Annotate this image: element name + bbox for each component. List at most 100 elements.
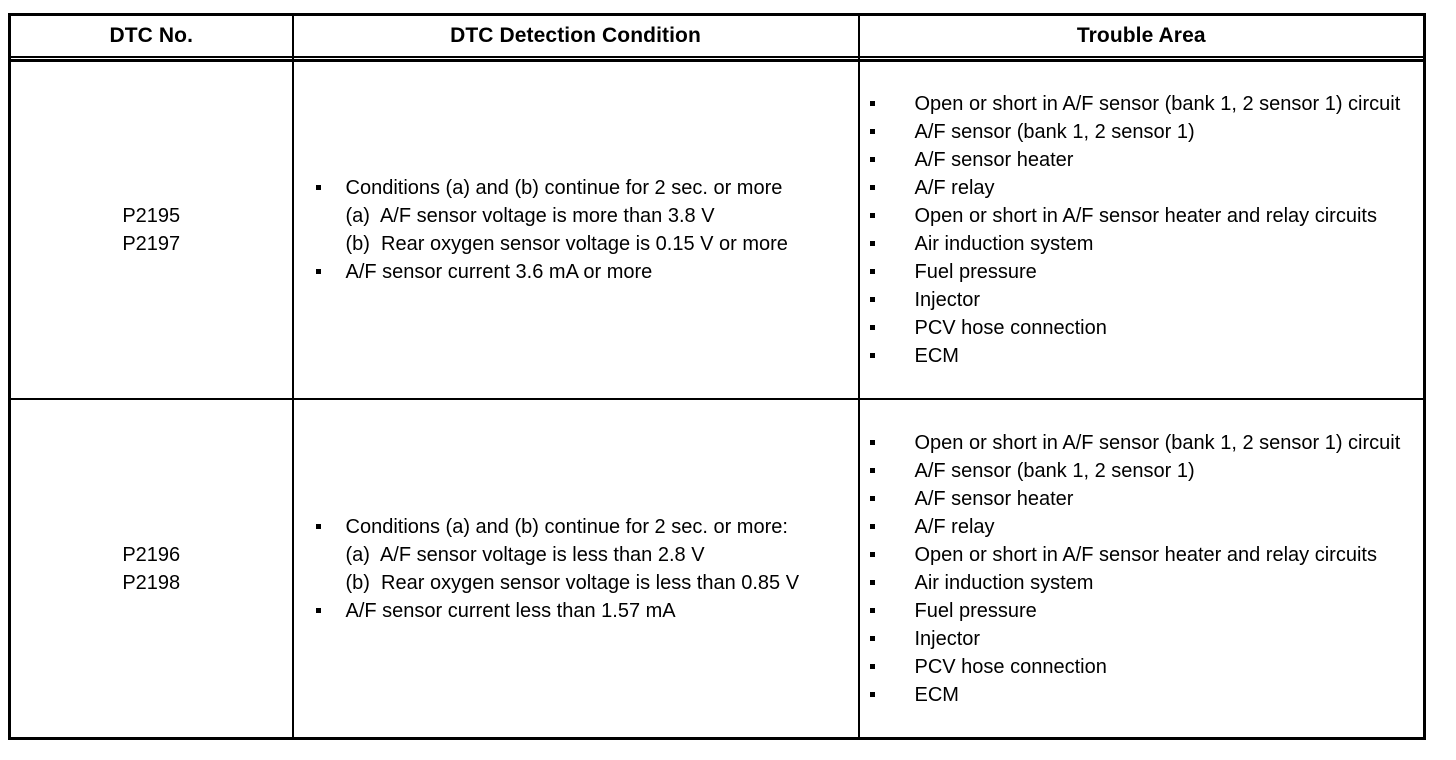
header-row: DTC No. DTC Detection Condition Trouble …	[9, 14, 1425, 56]
bullet-icon	[869, 324, 875, 330]
bullet-icon	[315, 523, 321, 529]
list-item: Injector	[860, 625, 1424, 653]
dtc-table: DTC No. DTC Detection Condition Trouble …	[8, 13, 1426, 740]
table-row: P2195 P2197 Conditions (a) and (b) conti…	[9, 61, 1425, 400]
list-item-text: Open or short in A/F sensor heater and r…	[914, 543, 1377, 566]
list-item-text: Injector	[914, 627, 981, 650]
list-item-text: Fuel pressure	[914, 260, 1037, 283]
list-item-text: Air induction system	[914, 232, 1094, 255]
list-item: Fuel pressure	[860, 597, 1424, 625]
list-item-text: A/F sensor heater	[914, 148, 1074, 171]
column-header-trouble-area: Trouble Area	[857, 14, 1425, 56]
list-item: PCV hose connection	[860, 314, 1424, 342]
list-item-text: A/F relay	[914, 176, 995, 199]
bullet-icon	[869, 523, 875, 529]
list-item: Conditions (a) and (b) continue for 2 se…	[294, 174, 858, 202]
list-item-text: ECM	[914, 683, 959, 706]
list-item-text: Open or short in A/F sensor (bank 1, 2 s…	[914, 92, 1401, 115]
cell-detection-condition: Conditions (a) and (b) continue for 2 se…	[291, 398, 860, 739]
bullet-icon	[869, 128, 875, 134]
list-item: Open or short in A/F sensor heater and r…	[860, 541, 1424, 569]
list-item: A/F sensor current 3.6 mA or more	[294, 258, 858, 286]
list-item-text: A/F relay	[914, 515, 995, 538]
bullet-icon	[869, 156, 875, 162]
sub-line-text: (a) A/F sensor voltage is more than 3.8 …	[345, 204, 715, 227]
list-item: Air induction system	[860, 569, 1424, 597]
bullet-icon	[315, 607, 321, 613]
list-item: A/F sensor heater	[860, 146, 1424, 174]
trouble-area-list: Open or short in A/F sensor (bank 1, 2 s…	[860, 429, 1424, 709]
list-item-text: PCV hose connection	[914, 655, 1107, 678]
list-item: ECM	[860, 681, 1424, 709]
sub-line-text: (b) Rear oxygen sensor voltage is 0.15 V…	[345, 232, 788, 255]
cell-trouble-area: Open or short in A/F sensor (bank 1, 2 s…	[857, 61, 1425, 400]
list-item-text: Conditions (a) and (b) continue for 2 se…	[345, 176, 783, 199]
list-item-text: Fuel pressure	[914, 599, 1037, 622]
list-item-text: A/F sensor (bank 1, 2 sensor 1)	[914, 120, 1195, 143]
cell-dtc-no: P2196 P2198	[9, 398, 294, 739]
bullet-icon	[869, 495, 875, 501]
list-sub-item: (b) Rear oxygen sensor voltage is less t…	[294, 569, 858, 597]
list-item-text: Open or short in A/F sensor heater and r…	[914, 204, 1377, 227]
list-item-text: Air induction system	[914, 571, 1094, 594]
cell-dtc-no: P2195 P2197	[9, 61, 294, 400]
bullet-icon	[869, 663, 875, 669]
list-item-text: A/F sensor heater	[914, 487, 1074, 510]
trouble-area-list: Open or short in A/F sensor (bank 1, 2 s…	[860, 90, 1424, 370]
list-item: Open or short in A/F sensor heater and r…	[860, 202, 1424, 230]
column-header-detection-condition: DTC Detection Condition	[291, 14, 860, 56]
list-item: Open or short in A/F sensor (bank 1, 2 s…	[860, 90, 1424, 118]
header-rule-cell-3	[857, 55, 1425, 62]
cell-detection-condition: Conditions (a) and (b) continue for 2 se…	[291, 61, 860, 400]
header-rule-cell-2	[291, 55, 860, 62]
list-item: A/F sensor (bank 1, 2 sensor 1)	[860, 457, 1424, 485]
list-item: Air induction system	[860, 230, 1424, 258]
bullet-icon	[869, 352, 875, 358]
bullet-icon	[869, 268, 875, 274]
header-double-rule	[9, 55, 1425, 62]
sub-line-text: (b) Rear oxygen sensor voltage is less t…	[345, 571, 800, 594]
list-sub-item: (a) A/F sensor voltage is less than 2.8 …	[294, 541, 858, 569]
bullet-icon	[869, 607, 875, 613]
table-header: DTC No. DTC Detection Condition Trouble …	[9, 14, 1425, 62]
bullet-icon	[869, 579, 875, 585]
list-item: Injector	[860, 286, 1424, 314]
list-item: ECM	[860, 342, 1424, 370]
column-header-dtc-no: DTC No.	[9, 14, 294, 56]
list-item: Open or short in A/F sensor (bank 1, 2 s…	[860, 429, 1424, 457]
list-item-text: Open or short in A/F sensor (bank 1, 2 s…	[914, 431, 1401, 454]
detection-condition-list: Conditions (a) and (b) continue for 2 se…	[294, 513, 858, 625]
list-item: Fuel pressure	[860, 258, 1424, 286]
bullet-icon	[869, 100, 875, 106]
cell-trouble-area: Open or short in A/F sensor (bank 1, 2 s…	[857, 398, 1425, 739]
list-item: PCV hose connection	[860, 653, 1424, 681]
list-item: A/F relay	[860, 174, 1424, 202]
list-item-text: A/F sensor current less than 1.57 mA	[345, 599, 676, 622]
bullet-icon	[315, 184, 321, 190]
bullet-icon	[315, 268, 321, 274]
header-rule-cell-1	[9, 55, 294, 62]
list-item: A/F sensor heater	[860, 485, 1424, 513]
bullet-icon	[869, 296, 875, 302]
table-body: P2195 P2197 Conditions (a) and (b) conti…	[9, 61, 1425, 739]
table-row: P2196 P2198 Conditions (a) and (b) conti…	[9, 398, 1425, 739]
list-sub-item: (a) A/F sensor voltage is more than 3.8 …	[294, 202, 858, 230]
list-item: A/F relay	[860, 513, 1424, 541]
list-sub-item: (b) Rear oxygen sensor voltage is 0.15 V…	[294, 230, 858, 258]
bullet-icon	[869, 240, 875, 246]
list-item-text: A/F sensor (bank 1, 2 sensor 1)	[914, 459, 1195, 482]
bullet-icon	[869, 212, 875, 218]
list-item-text: ECM	[914, 344, 959, 367]
list-item: Conditions (a) and (b) continue for 2 se…	[294, 513, 858, 541]
detection-condition-list: Conditions (a) and (b) continue for 2 se…	[294, 174, 858, 286]
list-item-text: PCV hose connection	[914, 316, 1107, 339]
list-item-text: A/F sensor current 3.6 mA or more	[345, 260, 653, 283]
bullet-icon	[869, 551, 875, 557]
list-item: A/F sensor (bank 1, 2 sensor 1)	[860, 118, 1424, 146]
bullet-icon	[869, 184, 875, 190]
bullet-icon	[869, 467, 875, 473]
bullet-icon	[869, 691, 875, 697]
list-item: A/F sensor current less than 1.57 mA	[294, 597, 858, 625]
bullet-icon	[869, 635, 875, 641]
